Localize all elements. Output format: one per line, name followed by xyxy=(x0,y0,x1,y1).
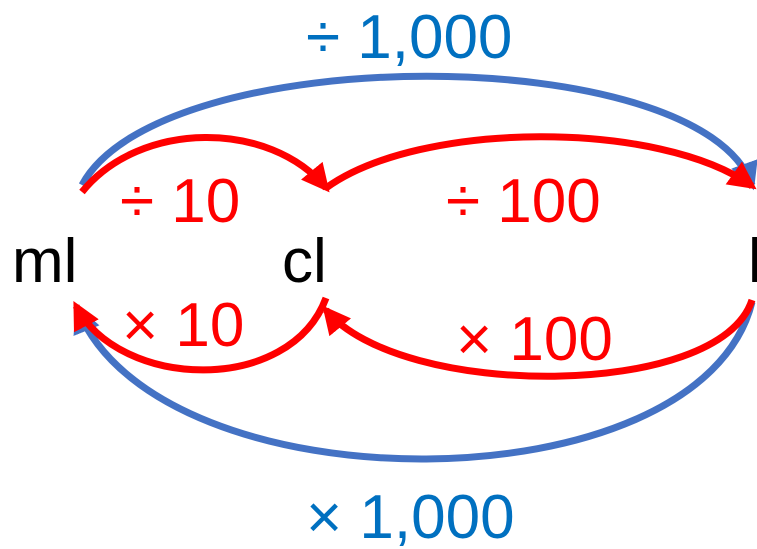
arc-ml-to-cl xyxy=(79,134,330,195)
op-cl-to-l: ÷ 100 xyxy=(446,167,601,236)
arc-l-to-cl xyxy=(322,298,756,380)
op-cl-to-ml: × 10 xyxy=(122,291,244,360)
arc-cl-to-ml xyxy=(72,296,330,374)
op-ml-to-l: ÷ 1,000 xyxy=(306,3,512,72)
arc-l-to-ml xyxy=(73,301,756,463)
op-l-to-cl: × 100 xyxy=(456,305,613,374)
arc-ml-to-l xyxy=(78,72,757,191)
op-ml-to-cl: ÷ 10 xyxy=(120,167,240,236)
unit-ml: ml xyxy=(12,227,77,296)
arc-cl-to-l xyxy=(323,133,757,191)
unit-l: l xyxy=(748,227,757,296)
unit-cl: cl xyxy=(282,227,327,296)
op-l-to-ml: × 1,000 xyxy=(306,483,515,549)
